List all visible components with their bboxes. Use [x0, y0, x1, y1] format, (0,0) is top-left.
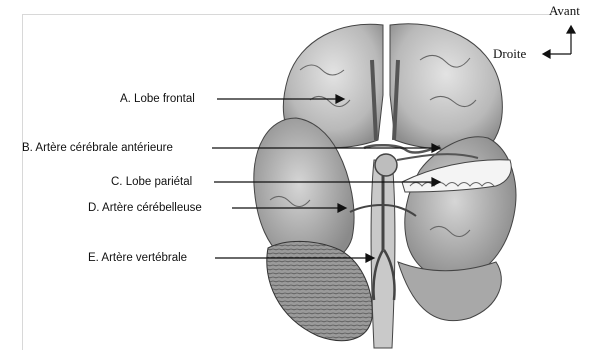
circle-of-willis — [375, 154, 397, 176]
orientation-indicator — [543, 26, 575, 58]
right-temporal-lobe — [405, 137, 516, 280]
cerebellum-left — [267, 241, 372, 340]
label-artere-cerebelleuse: D. Artère cérébelleuse — [88, 201, 202, 215]
orientation-right-label: Droite — [493, 46, 526, 61]
orientation-front-label: Avant — [549, 3, 580, 18]
label-artere-vertebrale: E. Artère vertébrale — [88, 251, 187, 265]
label-artere-cerebrale-anterieure: B. Artère cérébrale antérieure — [22, 141, 173, 155]
label-lobe-frontal: A. Lobe frontal — [120, 92, 195, 106]
right-frontal-lobe — [390, 24, 502, 150]
cerebellum-right — [398, 262, 501, 321]
label-lobe-parietal: C. Lobe pariétal — [111, 175, 192, 189]
